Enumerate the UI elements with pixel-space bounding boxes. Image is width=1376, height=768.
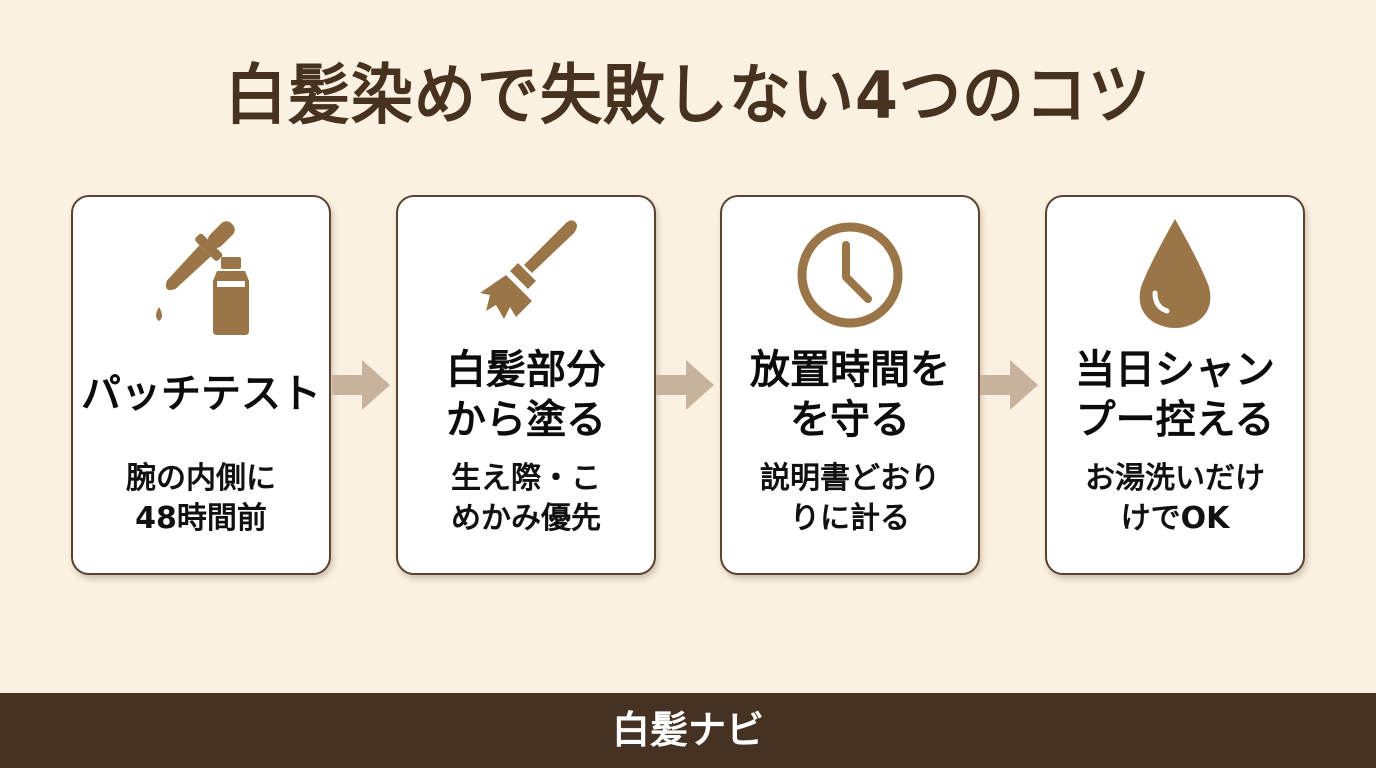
tip-description: 生え際・こ めかみ優先 xyxy=(451,461,601,536)
tip-card-skip-shampoo: 当日シャン プー控える お湯洗いだけ けでOK xyxy=(1045,195,1305,575)
water-drop-icon xyxy=(1047,215,1303,335)
arrow-right-icon xyxy=(332,360,390,410)
tip-heading: 当日シャン プー控える xyxy=(1075,347,1275,443)
tip-heading: 放置時間を を守る xyxy=(750,347,950,443)
tip-heading: パッチテスト xyxy=(81,371,321,417)
tip-heading: 白髪部分 から塗る xyxy=(446,347,606,443)
tip-card-patch-test: パッチテスト 腕の内側に 48時間前 xyxy=(71,195,331,575)
tip-card-processing-time: 放置時間を を守る 説明書どおり りに計る xyxy=(720,195,980,575)
clock-icon xyxy=(722,215,978,335)
page-title: 白髪染めで失敗しない4つのコツ xyxy=(224,56,1152,134)
arrow-right-icon xyxy=(980,360,1038,410)
tip-description: 腕の内側に 48時間前 xyxy=(126,461,276,536)
arrow-right-icon xyxy=(656,360,714,410)
dropper-bottle-icon xyxy=(73,215,329,335)
tip-description: 説明書どおり りに計る xyxy=(760,461,940,536)
tip-card-apply-gray-first: 白髪部分 から塗る 生え際・こ めかみ優先 xyxy=(396,195,656,575)
footer-brand: 白髪ナビ xyxy=(0,693,1376,768)
tip-description: お湯洗いだけ けでOK xyxy=(1085,461,1265,536)
paintbrush-icon xyxy=(398,215,654,335)
